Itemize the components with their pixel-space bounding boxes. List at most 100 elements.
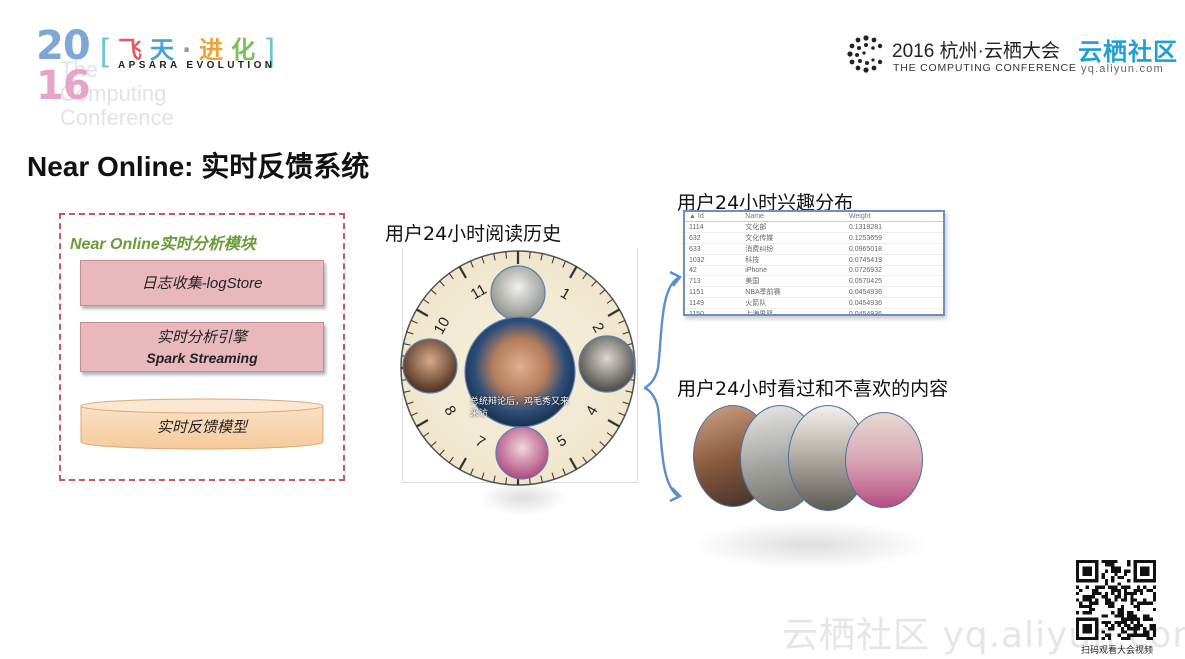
qr-module (1104, 601, 1108, 605)
qr-module (1124, 569, 1128, 573)
clock-tick (582, 456, 588, 463)
cell-id: 1114 (685, 221, 742, 233)
qr-module (1140, 624, 1144, 628)
qr-module (1143, 627, 1147, 631)
qr-code[interactable] (1076, 560, 1156, 640)
reading-history-label: 用户24小时阅读历史 (385, 223, 562, 245)
qr-module (1076, 585, 1080, 589)
qr-module (1152, 627, 1156, 631)
qr-module (1082, 566, 1092, 576)
qr-module (1095, 592, 1099, 596)
qr-module (1108, 560, 1112, 564)
qr-module (1111, 592, 1115, 596)
qr-module (1082, 598, 1086, 602)
logstore-label: 日志收集-logStore (141, 275, 263, 292)
clock-number: 10 (431, 314, 454, 337)
qr-module (1133, 627, 1137, 631)
logo-year: 20 16 (36, 26, 91, 106)
qr-module (1082, 595, 1086, 599)
qr-module (1149, 601, 1153, 605)
qr-module (1120, 627, 1124, 631)
qr-module (1124, 588, 1128, 592)
qr-module (1117, 588, 1121, 592)
qr-module (1114, 595, 1118, 599)
qr-module (1085, 604, 1089, 608)
qr-module (1136, 620, 1140, 624)
qr-module (1117, 592, 1121, 596)
qr-module (1152, 592, 1156, 596)
center-photo-caption: 总统辩论后，鸡毛秀又来采访 (470, 397, 570, 419)
qr-module (1111, 611, 1115, 615)
disliked-photo-4 (845, 412, 923, 508)
qr-module (1111, 579, 1115, 583)
qr-module (1101, 620, 1105, 624)
qr-module (1143, 633, 1147, 637)
clock-tick (469, 468, 474, 476)
qr-module (1111, 576, 1115, 580)
spark-engine-label: 实时分析引擎 (156, 329, 247, 346)
qr-module (1127, 592, 1131, 596)
cell-name: 文化传媒 (741, 232, 845, 244)
qr-module (1120, 611, 1124, 615)
column-header-name: Name (741, 212, 845, 222)
qr-module (1085, 611, 1089, 615)
clock-tick (540, 253, 543, 261)
clock-tick (529, 477, 531, 485)
table-header-row: ▲ Id Name Weight (685, 212, 943, 222)
qr-module (1124, 620, 1128, 624)
qr-module (1111, 569, 1115, 573)
clock-tick (551, 256, 555, 264)
qr-module (1152, 595, 1156, 599)
qr-caption: 扫码观看大会视频 (1081, 646, 1154, 656)
cell-name: 科技 (741, 254, 845, 266)
clock-tick (569, 266, 578, 279)
logo-chinese: 飞天·进化 (118, 36, 264, 64)
cell-id: 1149 (685, 297, 742, 310)
qr-module (1114, 614, 1118, 618)
qr-module (1104, 633, 1108, 637)
qr-module (1108, 601, 1112, 605)
qr-module (1095, 601, 1099, 605)
column-header-weight: Weight (844, 212, 943, 222)
qr-module (1130, 592, 1134, 596)
clock-number: 11 (468, 281, 490, 304)
cell-id: 633 (685, 243, 742, 255)
qr-module (1104, 624, 1108, 628)
qr-module (1136, 585, 1140, 589)
clock-tick (505, 251, 507, 259)
qr-module (1088, 604, 1092, 608)
qr-module (1101, 585, 1105, 589)
qr-module (1104, 595, 1108, 599)
qr-module (1127, 636, 1131, 640)
qr-module (1079, 604, 1083, 608)
clock-tick (410, 412, 418, 417)
qr-module (1088, 598, 1092, 602)
qr-module (1117, 566, 1121, 570)
qr-module (1104, 598, 1108, 602)
clock-tick (622, 331, 630, 335)
qr-module (1127, 585, 1131, 589)
qr-module (1117, 611, 1121, 615)
feedback-model-cylinder (80, 398, 324, 450)
qr-module (1127, 624, 1131, 628)
qr-module (1098, 585, 1102, 589)
cell-id: 1032 (685, 254, 742, 266)
clock-tick (410, 319, 418, 324)
qr-module (1130, 611, 1134, 615)
clock-tick (430, 289, 437, 295)
qr-module (1146, 614, 1150, 618)
qr-module (1111, 585, 1115, 589)
qr-module (1124, 595, 1128, 599)
qr-module (1111, 560, 1115, 564)
qr-module (1114, 566, 1118, 570)
clock-tick (591, 449, 597, 456)
feedback-model-label: 实时反馈模型 (156, 419, 247, 436)
clock-tick (591, 280, 597, 287)
qr-module (1101, 572, 1105, 576)
qr-module (1085, 585, 1089, 589)
qr-module (1108, 598, 1112, 602)
branch-arrow (643, 270, 683, 503)
